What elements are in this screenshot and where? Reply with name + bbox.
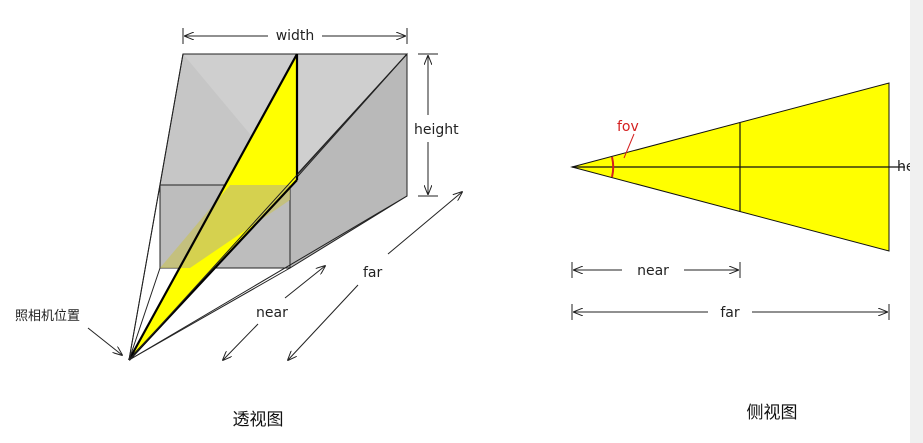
projection-line <box>128 195 408 361</box>
side-near-label: near <box>637 263 669 279</box>
far-arrow <box>288 284 359 360</box>
side-caption: 侧视图 <box>747 403 798 423</box>
fov-arc <box>611 156 615 178</box>
projection-line <box>128 267 161 361</box>
frustum-overlap <box>160 185 290 268</box>
near-arrow <box>284 266 325 299</box>
camera-pointer-arrow <box>87 327 122 355</box>
near-label: near <box>256 305 288 321</box>
perspective-view: width height near far 照相机位置 透视图 <box>15 28 462 430</box>
fov-pointer <box>623 133 635 159</box>
near-arrow <box>223 323 259 360</box>
camera-position-label: 照相机位置 <box>15 309 80 324</box>
perspective-caption: 透视图 <box>233 410 284 430</box>
side-far-label: far <box>720 305 740 321</box>
fov-label: fov <box>617 119 639 135</box>
projection-line <box>128 184 161 361</box>
right-edge-strip <box>910 0 923 443</box>
side-view: fov he near far 侧视图 <box>570 0 923 443</box>
width-label: width <box>276 28 315 44</box>
projection-line <box>128 53 408 361</box>
height-label: height <box>414 122 459 138</box>
far-label: far <box>363 265 383 281</box>
frustum-edge-bottom <box>128 179 298 361</box>
projection-line <box>128 267 291 361</box>
frustum-edge-top <box>128 53 298 361</box>
far-arrow <box>387 192 462 255</box>
